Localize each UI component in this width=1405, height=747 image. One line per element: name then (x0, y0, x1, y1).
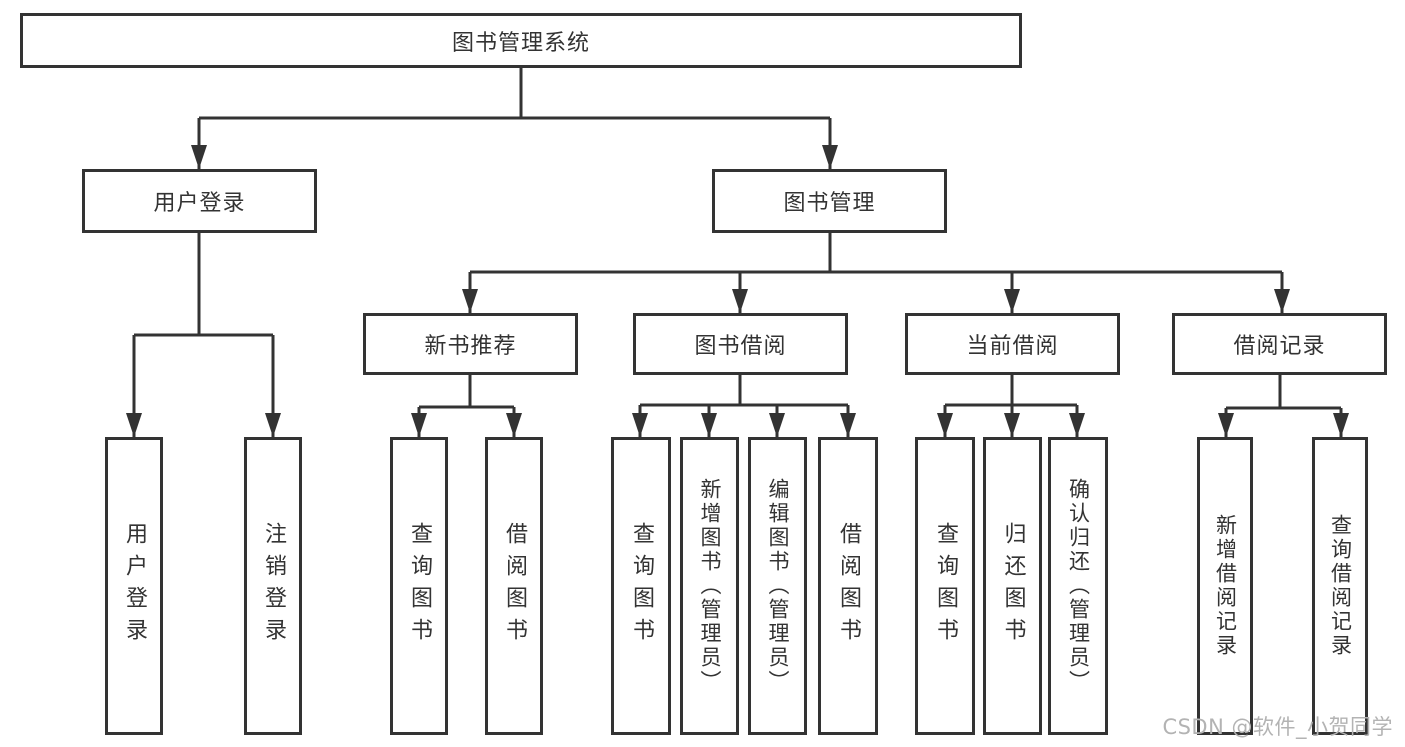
leaf-query-borrow-record: 查询借阅记录 (1312, 437, 1368, 735)
leaf-confirm-return-admin: 确认归还（管理员） (1048, 437, 1108, 735)
leaf-query-books-1: 查询图书 (390, 437, 448, 735)
leaf-label: 查询图书 (407, 522, 432, 650)
node-book-management: 图书管理 (712, 169, 947, 233)
csdn-watermark: CSDN @软件_小贺同学 (1162, 715, 1393, 739)
leaf-label: 查询图书 (629, 522, 654, 650)
leaf-query-books-3: 查询图书 (915, 437, 975, 735)
node-borrowing-records: 借阅记录 (1172, 313, 1387, 375)
leaf-label: 用户登录 (122, 522, 147, 650)
node-new-book-recommend: 新书推荐 (363, 313, 578, 375)
leaf-logout: 注销登录 (244, 437, 302, 735)
leaf-add-books-admin: 新增图书（管理员） (680, 437, 739, 735)
leaf-borrow-books-2: 借阅图书 (818, 437, 878, 735)
node-current-borrowing: 当前借阅 (905, 313, 1120, 375)
leaf-label: 查询借阅记录 (1328, 514, 1353, 658)
leaf-return-books: 归还图书 (983, 437, 1042, 735)
leaf-borrow-books-1: 借阅图书 (485, 437, 543, 735)
leaf-label: 确认归还（管理员） (1066, 478, 1091, 694)
leaf-add-borrow-record: 新增借阅记录 (1197, 437, 1253, 735)
leaf-label: 归还图书 (1000, 522, 1026, 650)
leaf-label: 新增借阅记录 (1213, 514, 1238, 658)
leaf-label: 借阅图书 (836, 522, 861, 650)
leaf-label: 注销登录 (261, 522, 286, 650)
node-user-login: 用户登录 (82, 169, 317, 233)
node-root-system: 图书管理系统 (20, 13, 1022, 68)
leaf-label: 借阅图书 (502, 522, 527, 650)
node-book-borrowing: 图书借阅 (633, 313, 848, 375)
leaf-label: 新增图书（管理员） (698, 478, 722, 694)
leaf-query-books-2: 查询图书 (611, 437, 671, 735)
leaf-label: 编辑图书（管理员） (766, 478, 790, 694)
leaf-edit-books-admin: 编辑图书（管理员） (748, 437, 807, 735)
leaf-label: 查询图书 (933, 522, 958, 650)
leaf-user-login: 用户登录 (105, 437, 163, 735)
